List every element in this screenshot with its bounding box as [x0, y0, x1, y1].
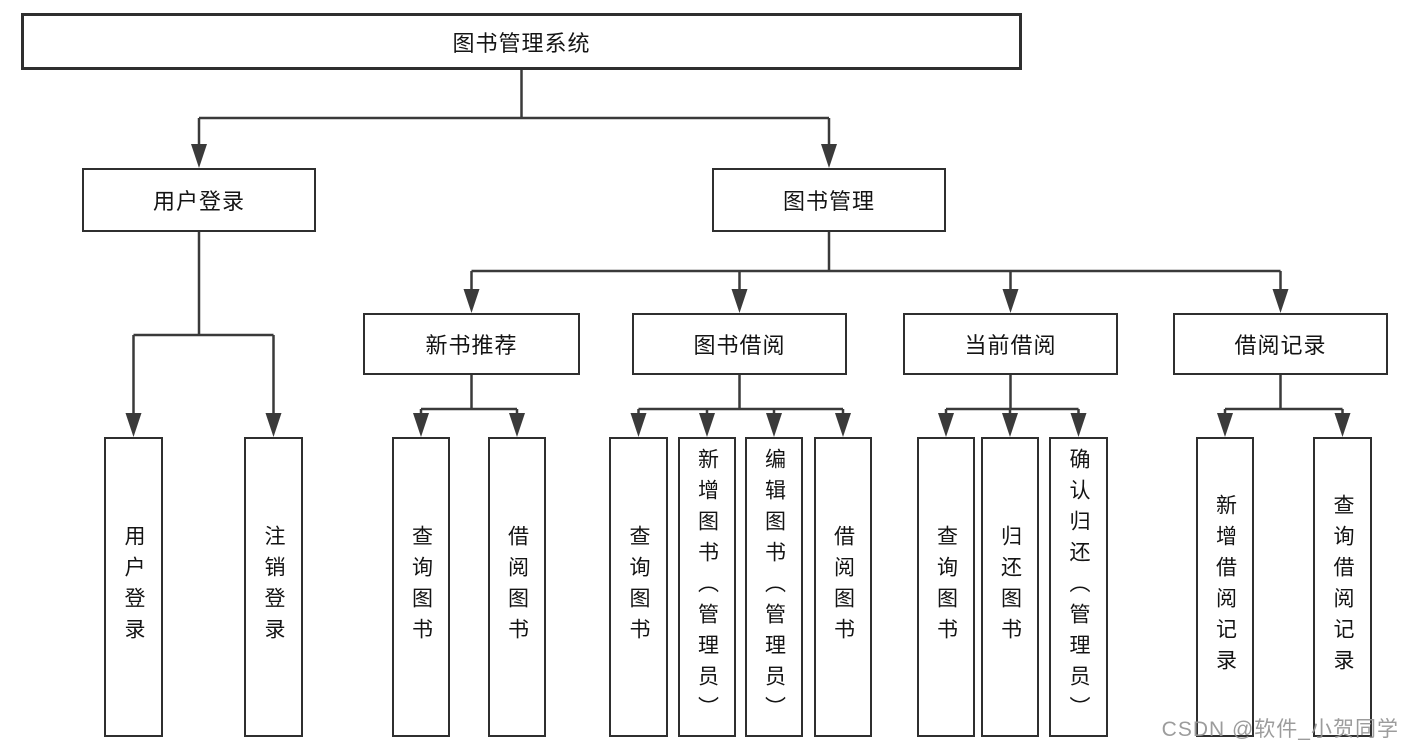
node-book-mgmt: 图书管理	[712, 168, 946, 232]
arrowhead-icon	[1002, 413, 1018, 437]
arrowhead-icon	[731, 289, 748, 313]
node-leaf-query-book-2: 查询图书	[609, 437, 668, 737]
node-leaf-query-record: 查询借阅记录	[1313, 437, 1372, 737]
watermark: CSDN @软件_小贺同学	[1161, 718, 1399, 741]
arrowhead-icon	[1002, 289, 1019, 313]
node-new-book-rec: 新书推荐	[363, 313, 580, 375]
arrowhead-icon	[1272, 289, 1289, 313]
arrowhead-icon	[1217, 413, 1233, 437]
node-leaf-return-book: 归还图书	[981, 437, 1039, 737]
arrowhead-icon	[509, 413, 525, 437]
arrowhead-icon	[463, 289, 480, 313]
arrowhead-icon	[125, 413, 142, 437]
node-current-borrow: 当前借阅	[903, 313, 1118, 375]
arrowhead-icon	[1334, 413, 1351, 437]
node-leaf-edit-book: 编辑图书（管理员）	[745, 437, 803, 737]
arrowhead-icon	[413, 413, 429, 437]
node-leaf-confirm-return: 确认归还（管理员）	[1049, 437, 1108, 737]
node-leaf-logout: 注销登录	[244, 437, 303, 737]
node-leaf-borrow-book-1: 借阅图书	[488, 437, 546, 737]
node-leaf-query-book-3: 查询图书	[917, 437, 975, 737]
node-user-login: 用户登录	[82, 168, 316, 232]
arrowhead-icon	[938, 413, 954, 437]
node-leaf-add-record: 新增借阅记录	[1196, 437, 1254, 737]
arrowhead-icon	[766, 413, 782, 437]
arrowhead-icon	[1070, 413, 1087, 437]
node-borrow-records: 借阅记录	[1173, 313, 1388, 375]
node-leaf-user-login: 用户登录	[104, 437, 163, 737]
arrowhead-icon	[191, 144, 207, 168]
node-root: 图书管理系统	[21, 13, 1022, 70]
arrowhead-icon	[265, 413, 282, 437]
arrowhead-icon	[821, 144, 837, 168]
node-book-borrow: 图书借阅	[632, 313, 847, 375]
arrowhead-icon	[835, 413, 851, 437]
node-leaf-query-book-1: 查询图书	[392, 437, 450, 737]
arrowhead-icon	[699, 413, 715, 437]
node-leaf-add-book: 新增图书（管理员）	[678, 437, 736, 737]
arrowhead-icon	[630, 413, 647, 437]
node-leaf-borrow-book-2: 借阅图书	[814, 437, 872, 737]
